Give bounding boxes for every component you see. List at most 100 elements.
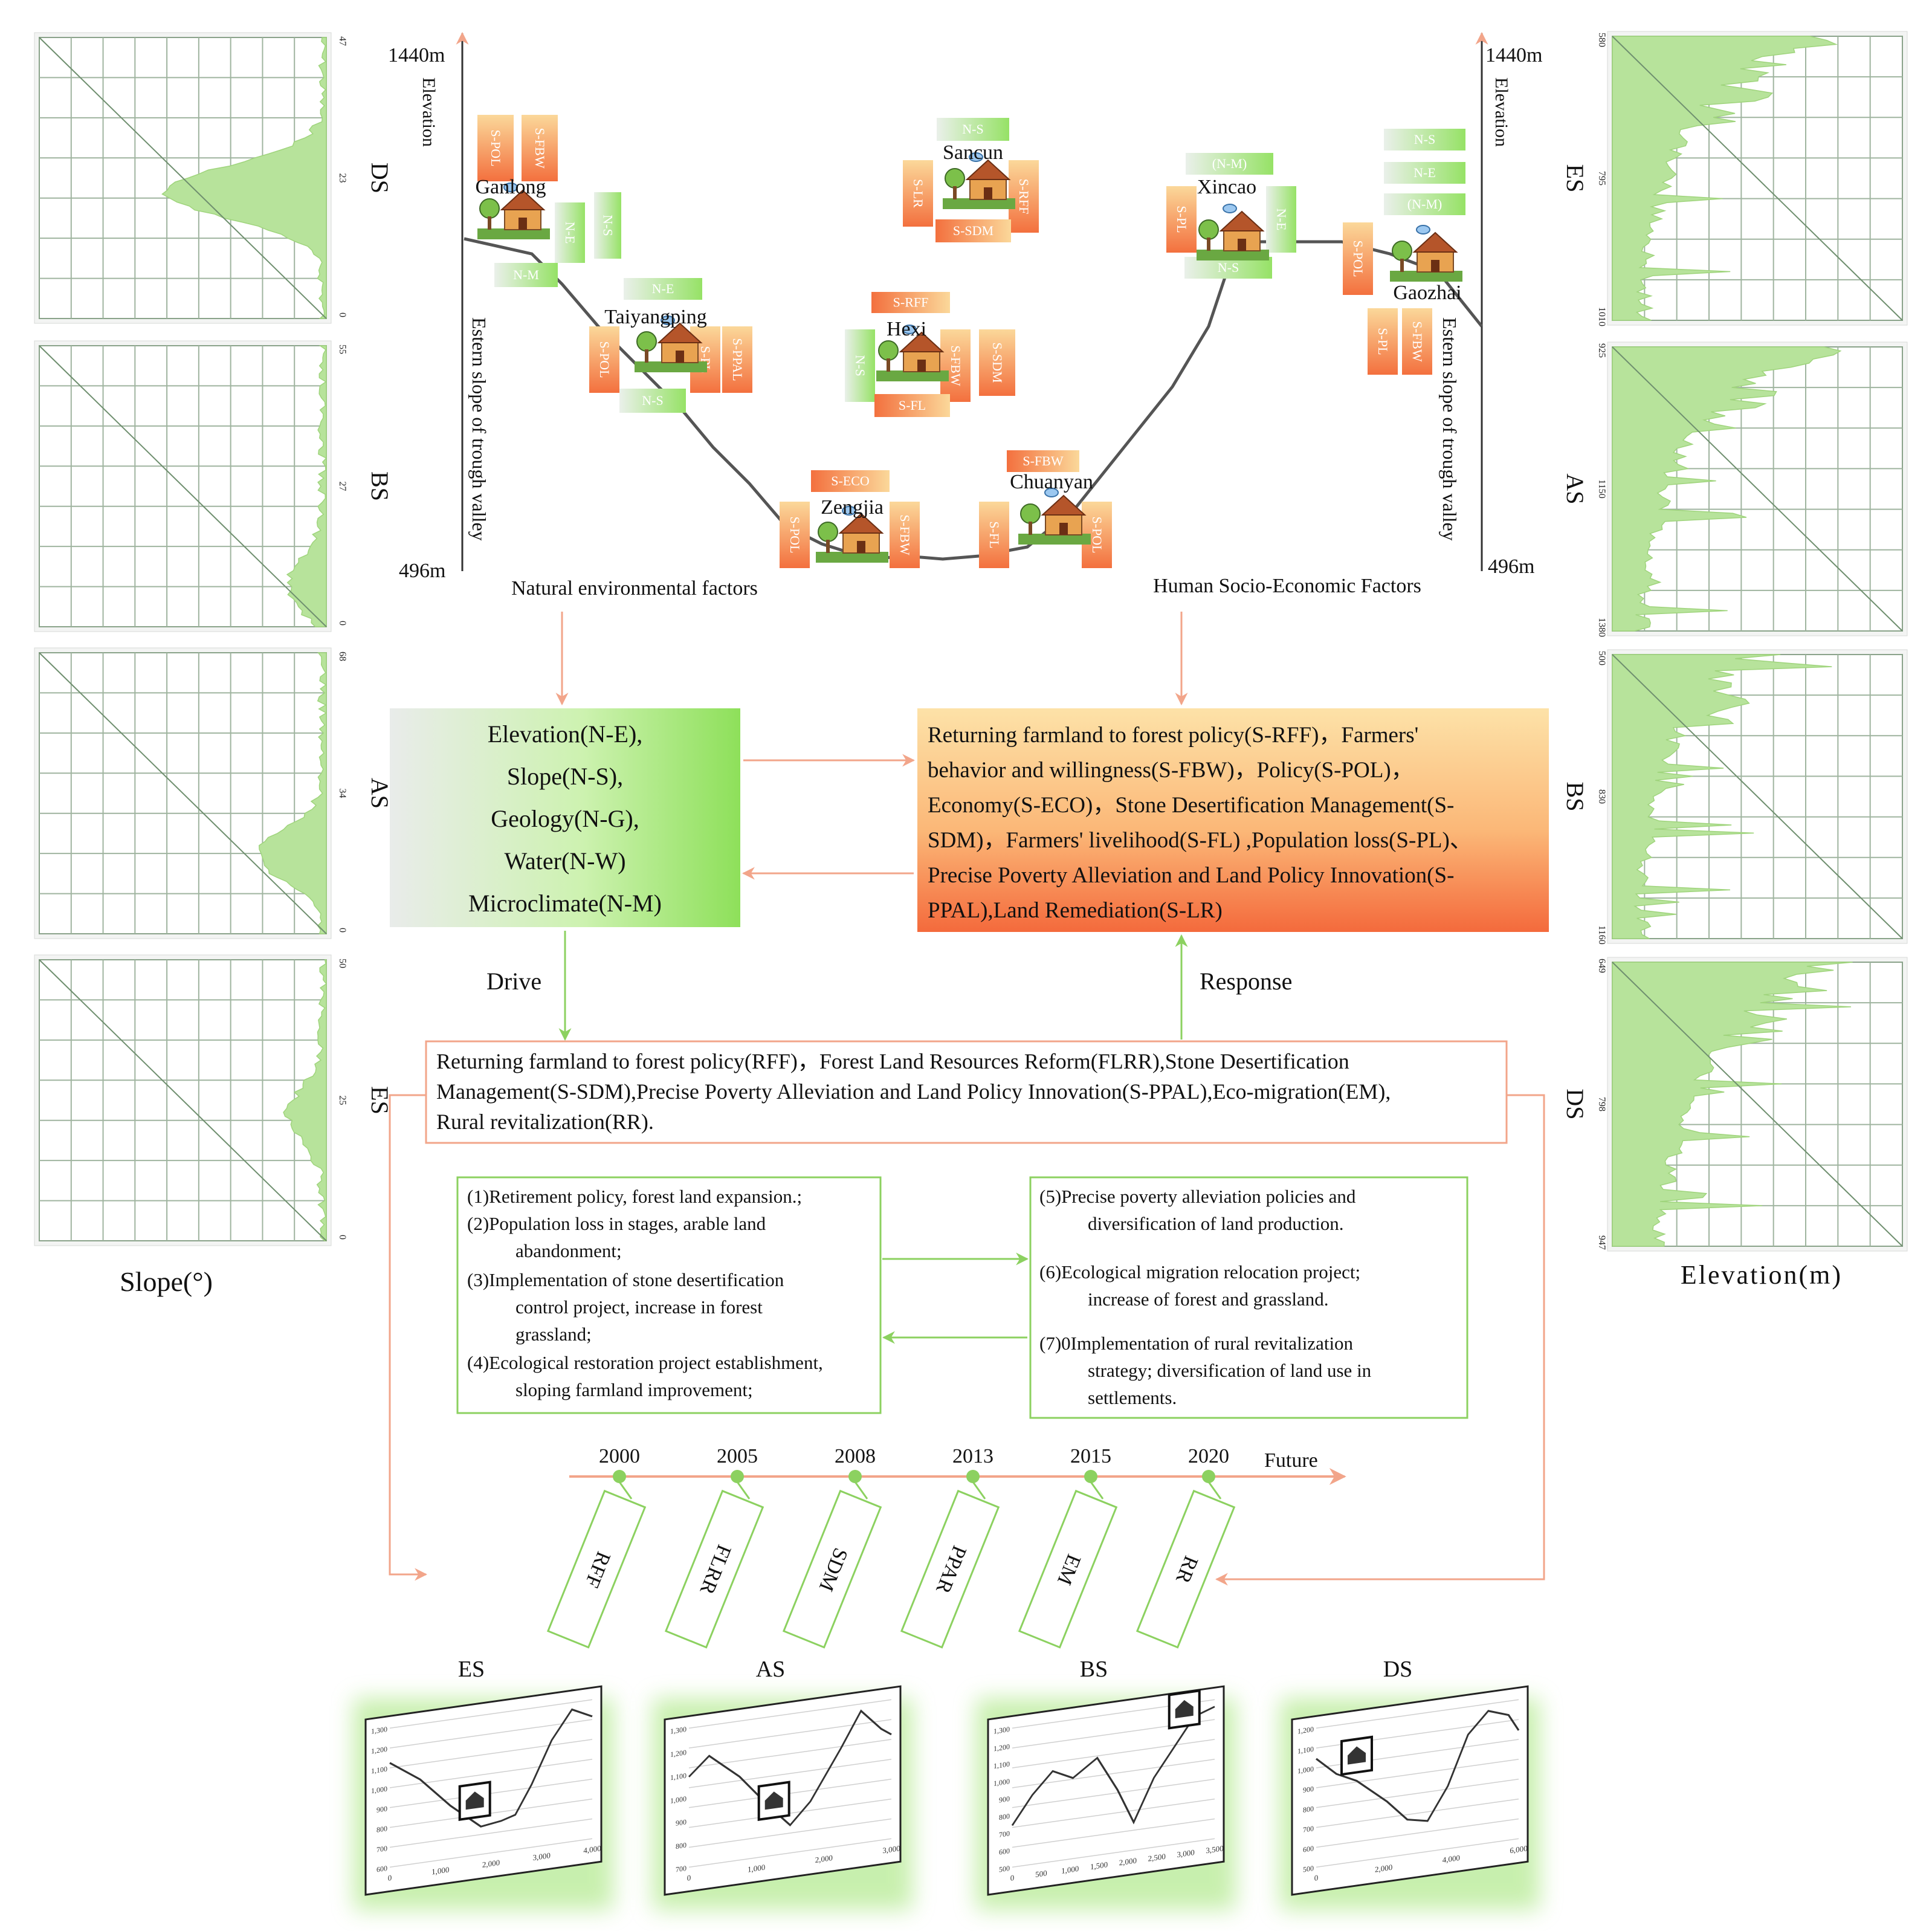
village-name: Ganlong	[475, 176, 546, 198]
village-tree	[878, 340, 899, 361]
profile-y-tick: 1,300	[993, 1725, 1010, 1736]
village-marker-icon	[1044, 488, 1059, 497]
profile-grid-line	[1012, 1838, 1215, 1868]
text-line: strategy; diversification of land use in	[1088, 1360, 1372, 1381]
profile-frame	[1291, 1685, 1529, 1896]
profile-grid-line	[1012, 1778, 1215, 1808]
factor-tag-label: S-POL	[1351, 240, 1366, 277]
village-chuanyan: Chuanyan	[1010, 471, 1093, 545]
elev-bottom-left: 496m	[399, 560, 445, 582]
factor-tag: S-FBW	[522, 115, 558, 181]
axis-tick-label: 0	[337, 312, 347, 317]
profile-y-tick: 600	[376, 1864, 387, 1874]
slope-label-left: Estern slope of trough valley	[468, 317, 490, 541]
text-line: Water(N-W)	[504, 847, 625, 875]
factor-tag: S-ECO	[811, 470, 890, 492]
policy-card-box	[664, 1489, 764, 1649]
village-ground	[876, 370, 949, 381]
diagonal-reference-line	[39, 37, 327, 319]
profile-y-tick: 1,100	[1297, 1745, 1314, 1756]
factor-tag-box	[1384, 129, 1465, 150]
timeline-items: 2000RFF2005FLRR2008SDM2013PPAR2015EM2020…	[546, 1445, 1236, 1649]
factor-tag-label: N-S	[642, 393, 663, 408]
text-line: abandonment;	[515, 1240, 622, 1261]
profile-grid-line	[1012, 1759, 1215, 1788]
text-line: Geology(N-G),	[491, 805, 639, 832]
drive-label: Drive	[486, 968, 541, 995]
profile-x-tick: 6,000	[1510, 1843, 1528, 1855]
factor-tag-box	[522, 115, 558, 181]
profile-grid-line	[1316, 1838, 1519, 1868]
village-tree-trunk	[488, 216, 491, 230]
profile-x-tick: 2,000	[1119, 1855, 1137, 1867]
policy-card-box	[782, 1489, 882, 1649]
text-line: sloping farmland improvement;	[515, 1379, 753, 1400]
profile-card: 1,2001,1001,00090080070060050002,0004,00…	[1291, 1685, 1529, 1896]
text-line: Rural revitalization(RR).	[436, 1110, 654, 1134]
timeline-dot	[613, 1470, 626, 1483]
profile-title: BS	[1080, 1657, 1108, 1682]
axis-tick-label: 580	[1597, 33, 1607, 47]
factor-tag: S-POL	[589, 326, 619, 393]
policy-card-box	[546, 1489, 647, 1649]
village-tree-trunk	[887, 358, 890, 372]
factor-tag-label: S-POL	[787, 516, 803, 553]
policy-card: RFF	[546, 1489, 647, 1649]
axis-tick-label: 925	[1597, 343, 1607, 358]
factor-tag-label: N-S	[601, 215, 616, 236]
factor-tag-label: N-S	[962, 121, 983, 137]
profile-grid-line	[1316, 1699, 1519, 1729]
profile-grid-line	[1316, 1759, 1519, 1788]
village-tree-trunk	[1029, 522, 1032, 535]
profile-y-tick: 700	[999, 1829, 1010, 1839]
text-line: increase of forest and grassland.	[1088, 1289, 1329, 1310]
factor-tag: S-RFF	[1009, 160, 1039, 233]
profile-grid-line	[689, 1818, 891, 1848]
policy-card: RR	[1136, 1489, 1236, 1649]
village-ground	[1390, 271, 1462, 282]
policy-card: SDM	[782, 1489, 882, 1649]
diagonal-reference-line	[1612, 962, 1903, 1247]
panel-side-label: DS	[366, 163, 393, 193]
profile-title: ES	[458, 1657, 485, 1682]
factor-tag-box	[1009, 160, 1039, 233]
policy-card-box	[1018, 1489, 1118, 1649]
timeline-connector	[854, 1481, 868, 1499]
factor-tag-box	[1402, 308, 1432, 375]
elevation-axis-label-left: Elevation	[419, 77, 439, 147]
profile-card: 1,3001,2001,1001,00090080070001,0002,000…	[664, 1685, 902, 1896]
profile-grid-line	[390, 1719, 592, 1748]
factor-tag-box	[811, 470, 890, 492]
profile-y-tick: 1,000	[371, 1785, 387, 1796]
text-line: (4)Ecological restoration project establ…	[467, 1352, 823, 1373]
factor-tag-label: S-POL	[1090, 516, 1105, 553]
profile-y-tick: 900	[1303, 1785, 1314, 1794]
terrain-profiles: ES1,3001,2001,1001,00090080070060001,000…	[354, 1657, 1540, 1910]
factor-tag-label: S-FBW	[1023, 453, 1063, 468]
village-sancun: Sancun	[943, 141, 1015, 209]
factor-tag-box	[722, 326, 752, 393]
village-house-roof	[657, 322, 703, 343]
factor-tag-label: S-RFF	[1016, 179, 1032, 215]
timeline-connector	[972, 1481, 986, 1499]
elevation-histogram-panels: 5807951010ES92511501380AS5008301160BS649…	[1562, 31, 1908, 1252]
text-line: (1)Retirement policy, forest land expans…	[467, 1186, 802, 1207]
profile-line	[688, 1709, 892, 1826]
village-house-door	[676, 351, 684, 363]
profile-line	[1316, 1710, 1520, 1822]
profile-grid-line	[689, 1699, 891, 1729]
factor-tag-label: N-S	[1218, 260, 1239, 275]
village-house-door	[1059, 523, 1068, 535]
factor-tag-label: N-E	[563, 222, 578, 244]
factor-tag: S-LR	[903, 160, 933, 227]
factor-tag-label: S-FBW	[948, 345, 963, 386]
village-tree	[1020, 503, 1041, 524]
village-zengjia: Zengjia	[816, 496, 888, 563]
factor-tag-label: S-FBW	[1410, 321, 1425, 361]
factor-tag-label: (N-M)	[1407, 196, 1442, 212]
factor-tag-label: S-FBW	[532, 128, 548, 168]
policy-card: FLRR	[664, 1489, 764, 1649]
